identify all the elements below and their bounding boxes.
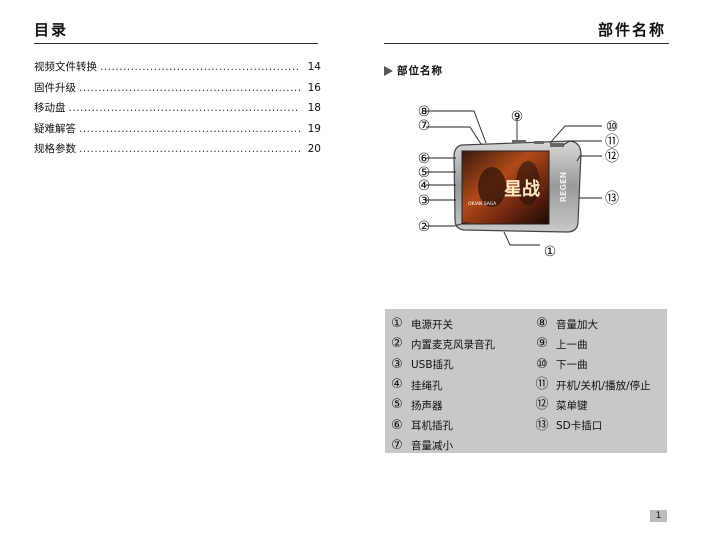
legend-column-left: ① 电源开关 ② 内置麦克风录音孔 ③ USB插孔 ④ 挂绳孔 ⑤ 扬声器 ⑥ 耳机插孔 ⑦… bbox=[390, 314, 495, 456]
toc-leader-dots bbox=[79, 143, 300, 155]
legend-item-label: SD卡插口 bbox=[556, 420, 603, 433]
callout-9: ⑨ bbox=[511, 109, 524, 125]
legend-column-right: ⑧ 音量加大 ⑨ 上一曲 ⑩ 下一曲 ⑪ 开机/关机/播放/停止 ⑫ 菜单键 ⑬ SD卡插口 bbox=[535, 314, 651, 436]
toc-entry[interactable]: 规格参数 20 bbox=[34, 141, 321, 162]
legend-item-number: ⑧ bbox=[536, 316, 548, 332]
legend-item-number: ② bbox=[391, 336, 403, 352]
left-header-rule bbox=[34, 43, 318, 44]
legend-item: ⑬ SD卡插口 bbox=[535, 415, 651, 435]
legend-item: ① 电源开关 bbox=[390, 314, 495, 334]
legend-item-number: ⑤ bbox=[391, 397, 403, 413]
media-player-device: 星战 OKIAN SAGA REGEN bbox=[453, 140, 582, 233]
legend-item-label: 菜单键 bbox=[556, 399, 588, 412]
legend-item: ⑨ 上一曲 bbox=[535, 334, 651, 354]
toc-entry-page: 14 bbox=[307, 61, 321, 73]
section-title: 部位名称 bbox=[384, 63, 443, 78]
toc-entry[interactable]: 移动盘 18 bbox=[34, 100, 321, 121]
legend-item-label: 下一曲 bbox=[556, 359, 588, 372]
legend-item-label: 内置麦克风录音孔 bbox=[411, 338, 495, 351]
callout-2: ② bbox=[418, 219, 431, 235]
legend-item: ② 内置麦克风录音孔 bbox=[390, 334, 495, 354]
legend-item-number: ⑨ bbox=[536, 336, 548, 352]
legend-item-label: 上一曲 bbox=[556, 338, 588, 351]
screen-title-text: 星战 bbox=[504, 179, 540, 200]
legend-item-label: 开机/关机/播放/停止 bbox=[556, 379, 651, 392]
callout-10: ⑩ bbox=[606, 119, 619, 135]
toc-entry-label: 视频文件转换 bbox=[34, 61, 97, 73]
toc-leader-dots bbox=[79, 123, 300, 135]
legend-item-number: ① bbox=[391, 316, 403, 332]
legend-item: ⑥ 耳机插孔 bbox=[390, 415, 495, 435]
legend-item-label: 耳机插孔 bbox=[411, 420, 453, 433]
callout-numbers: ⑦ ⑧ ⑨ ⑩ ⑪ ⑫ ⑥ ⑤ ④ ③ ⑬ ② ① bbox=[418, 104, 619, 260]
legend-item-number: ③ bbox=[391, 356, 403, 372]
legend-item-number: ④ bbox=[391, 377, 403, 393]
toc-leader-dots bbox=[69, 102, 301, 114]
legend-item-label: 扬声器 bbox=[411, 399, 443, 412]
callout-4: ④ bbox=[418, 178, 431, 194]
toc-entry[interactable]: 疑难解答 19 bbox=[34, 121, 321, 142]
legend-item-label: 电源开关 bbox=[411, 318, 453, 331]
toc-entry-page: 16 bbox=[307, 81, 321, 94]
parts-header: 部件名称 bbox=[598, 21, 667, 39]
toc-entry-page: 18 bbox=[307, 102, 321, 114]
callout-5: ⑤ bbox=[418, 165, 431, 181]
device-diagram: 星战 OKIAN SAGA REGEN ⑦ ⑧ ⑨ ⑩ ⑪ ⑫ ⑥ ⑤ ④ ③ … bbox=[418, 104, 619, 260]
legend-item: ③ USB插孔 bbox=[390, 355, 495, 375]
table-of-contents: 视频文件转换 14 固件升级 16 移动盘 18 疑难解答 19 规格参数 20 bbox=[34, 59, 321, 162]
toc-header: 目录 bbox=[34, 21, 69, 39]
legend-item: ⑤ 扬声器 bbox=[390, 395, 495, 415]
triangle-bullet-icon bbox=[384, 65, 393, 76]
section-title-text: 部位名称 bbox=[397, 65, 443, 77]
toc-entry-label: 移动盘 bbox=[34, 102, 66, 114]
page-number: 1 bbox=[650, 510, 667, 522]
legend-item-number: ⑬ bbox=[535, 417, 549, 433]
callout-13: ⑬ bbox=[605, 191, 619, 207]
callout-1: ① bbox=[544, 244, 557, 260]
toc-entry[interactable]: 视频文件转换 14 bbox=[34, 59, 321, 80]
callout-8: ⑧ bbox=[418, 104, 431, 120]
legend-item-number: ⑦ bbox=[391, 437, 403, 453]
toc-leader-dots bbox=[79, 82, 300, 94]
toc-entry-label: 疑难解答 bbox=[34, 122, 76, 135]
callout-12: ⑫ bbox=[605, 149, 619, 165]
right-header-rule bbox=[384, 43, 669, 44]
toc-entry-page: 19 bbox=[307, 122, 321, 135]
toc-entry-label: 规格参数 bbox=[34, 143, 76, 155]
legend-item: ⑩ 下一曲 bbox=[535, 355, 651, 375]
legend-item-label: 音量加大 bbox=[556, 318, 598, 331]
toc-leader-dots bbox=[100, 61, 300, 73]
toc-entry-page: 20 bbox=[307, 143, 321, 155]
legend-item: ⑧ 音量加大 bbox=[535, 314, 651, 334]
legend-item: ⑪ 开机/关机/播放/停止 bbox=[535, 375, 651, 395]
callout-leader-lines bbox=[426, 110, 602, 246]
callout-7: ⑦ bbox=[418, 118, 431, 134]
toc-entry[interactable]: 固件升级 16 bbox=[34, 80, 321, 101]
legend-item-label: 音量减小 bbox=[411, 440, 453, 453]
callout-11: ⑪ bbox=[605, 134, 619, 150]
toc-entry-label: 固件升级 bbox=[34, 81, 76, 94]
callout-3: ③ bbox=[418, 193, 431, 209]
legend-item: ④ 挂绳孔 bbox=[390, 375, 495, 395]
legend-item: ⑫ 菜单键 bbox=[535, 395, 651, 415]
callout-6: ⑥ bbox=[418, 151, 431, 167]
legend-item: ⑦ 音量减小 bbox=[390, 436, 495, 456]
legend-item-number: ⑪ bbox=[535, 377, 549, 393]
screen-caption-text: OKIAN SAGA bbox=[468, 201, 497, 207]
legend-item-label: USB插孔 bbox=[411, 359, 454, 372]
legend-item-number: ⑥ bbox=[391, 417, 403, 433]
legend-item-number: ⑫ bbox=[535, 397, 549, 413]
parts-legend: ① 电源开关 ② 内置麦克风录音孔 ③ USB插孔 ④ 挂绳孔 ⑤ 扬声器 ⑥ 耳机插孔 ⑦… bbox=[385, 309, 667, 453]
legend-item-label: 挂绳孔 bbox=[411, 379, 443, 392]
brand-logo-text: REGEN bbox=[559, 172, 568, 202]
legend-item-number: ⑩ bbox=[536, 356, 548, 372]
